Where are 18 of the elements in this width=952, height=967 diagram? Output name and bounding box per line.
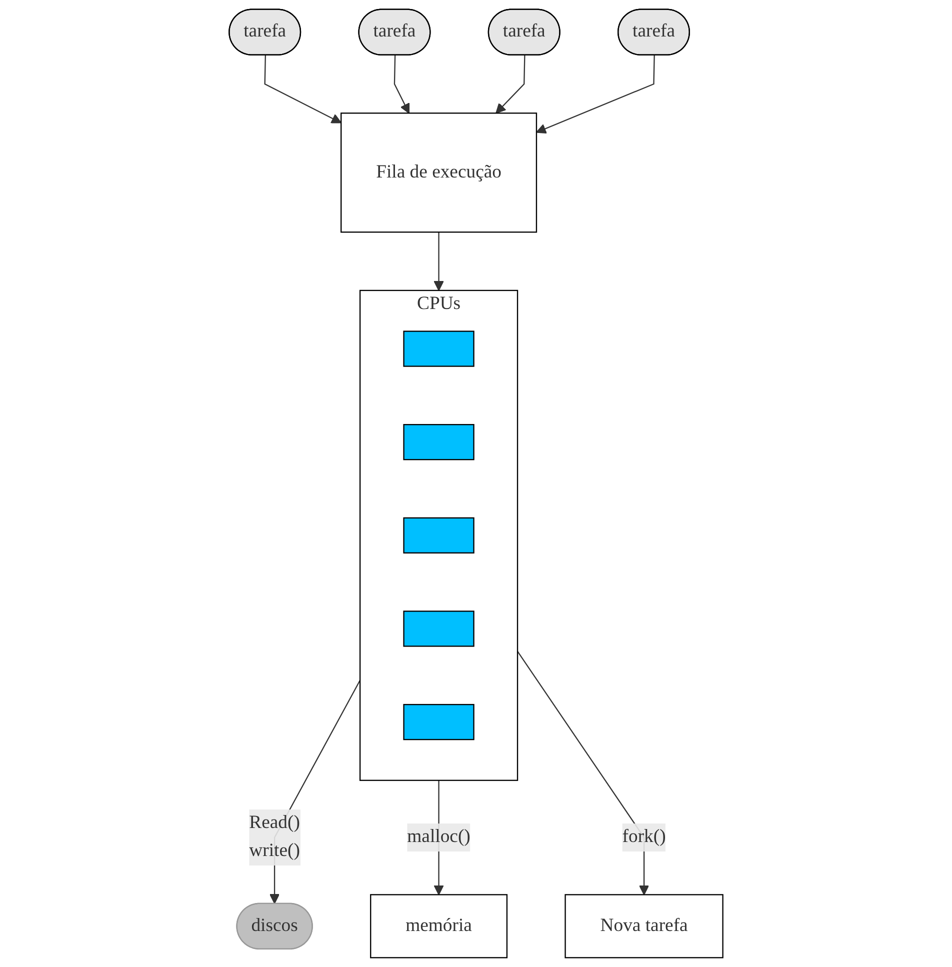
node-box: memória: [370, 894, 508, 958]
edge-label: malloc(): [407, 827, 470, 847]
arrow: [517, 650, 650, 896]
arrow: [434, 232, 444, 291]
arrow: [496, 55, 526, 114]
cluster: CPUs: [359, 290, 518, 781]
node-bar: [403, 330, 474, 367]
arrow: [264, 55, 342, 124]
arrow: [536, 55, 655, 134]
edge-label: Read() write(): [249, 813, 300, 861]
node-box: Fila de execução: [340, 112, 538, 233]
node-bar: [403, 517, 474, 554]
node-box: Nova tarefa: [564, 894, 724, 958]
node-bar: [403, 424, 474, 460]
node-bar: [403, 704, 474, 740]
arrow: [394, 55, 410, 114]
edge-label: fork(): [622, 827, 666, 847]
node-bar: [403, 610, 474, 647]
